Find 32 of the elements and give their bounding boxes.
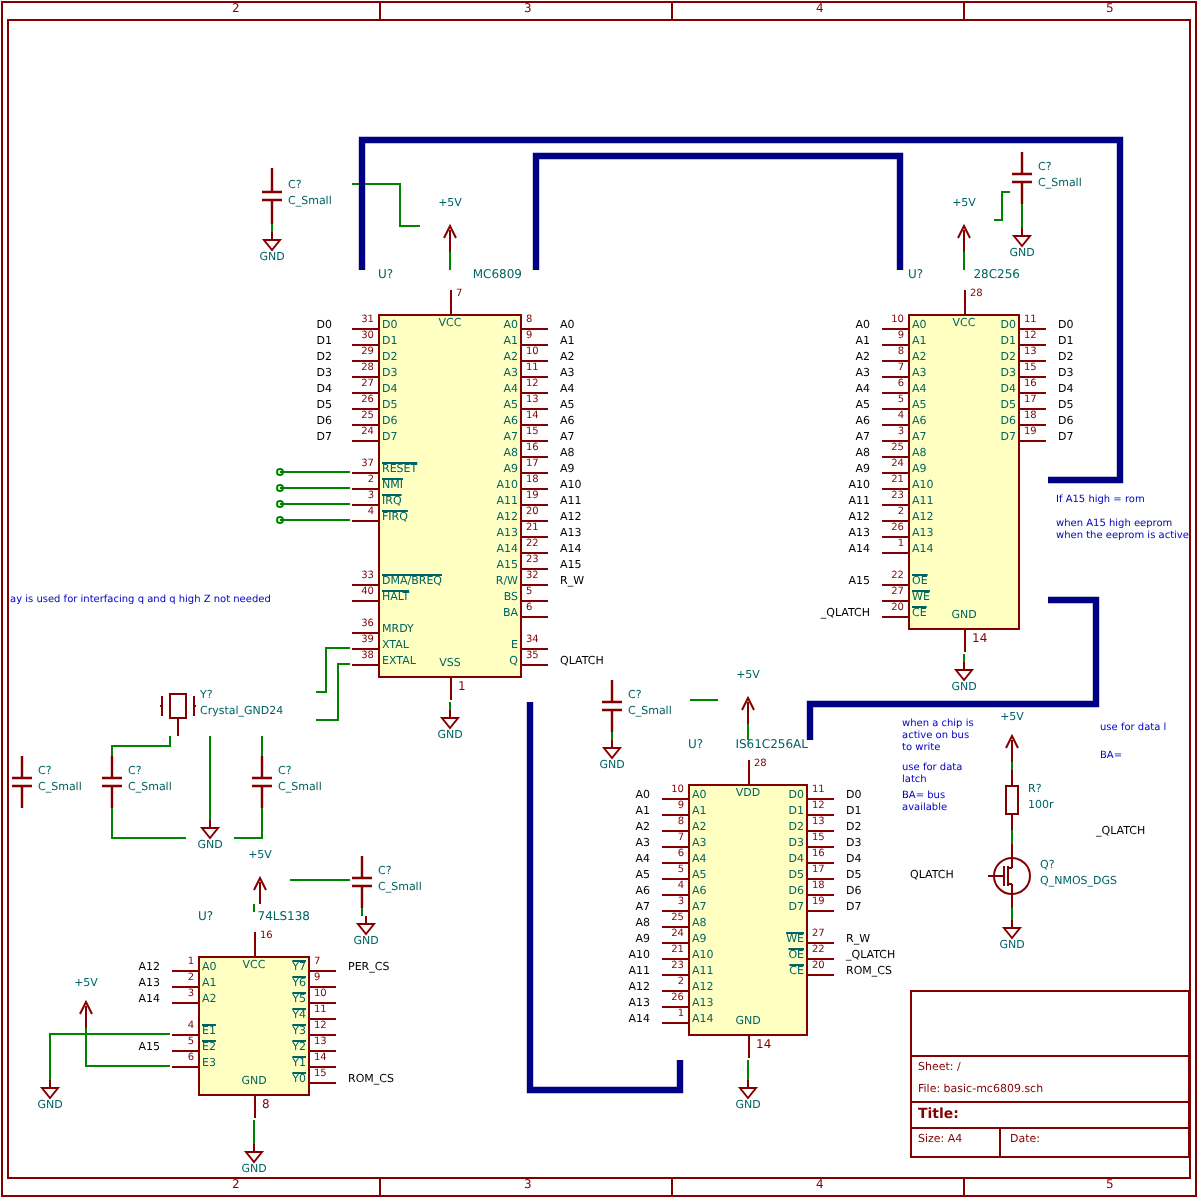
wire — [261, 735, 263, 757]
wire — [449, 701, 451, 711]
wire — [209, 735, 211, 821]
bus-line — [526, 702, 684, 1094]
wire — [1011, 829, 1013, 845]
wire — [611, 731, 613, 741]
wire — [689, 699, 719, 701]
bus-line — [358, 136, 1124, 484]
wire — [361, 907, 363, 917]
wire — [1021, 203, 1023, 229]
wire — [111, 807, 187, 839]
wire — [289, 879, 351, 881]
wire — [1011, 907, 1013, 921]
wire — [747, 1059, 749, 1081]
wire — [963, 251, 965, 271]
wire — [111, 735, 171, 757]
wire — [993, 191, 1011, 221]
wire — [253, 903, 255, 913]
bus-line — [532, 152, 904, 270]
wire — [315, 647, 351, 693]
wire — [963, 653, 965, 663]
wire — [85, 1027, 171, 1067]
bus-line — [806, 596, 1100, 740]
wire — [747, 723, 749, 741]
wire — [271, 223, 273, 233]
wire — [253, 1119, 255, 1145]
wire — [1011, 761, 1013, 771]
wire — [351, 183, 421, 227]
wire — [315, 663, 351, 721]
wire — [233, 807, 263, 839]
wire — [449, 251, 451, 271]
wire — [49, 1033, 171, 1081]
